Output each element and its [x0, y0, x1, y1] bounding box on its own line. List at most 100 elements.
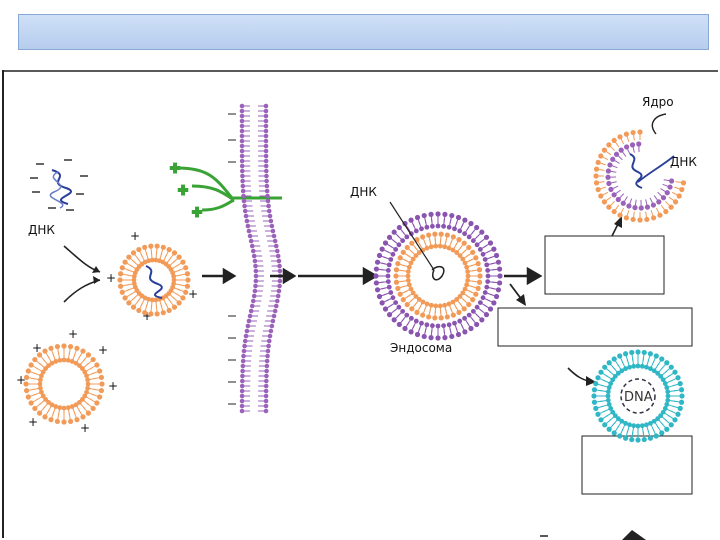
lipid-head: [253, 263, 258, 269]
lipid-head: [641, 436, 647, 443]
lipid-head: [277, 278, 283, 284]
lipid-head: [40, 393, 46, 399]
lipid-head: [85, 381, 91, 387]
lipid-head: [595, 411, 601, 417]
lipid-head: [393, 267, 400, 273]
lipid-head: [239, 408, 245, 414]
pathway-arrows: [202, 266, 543, 286]
lipid-head: [416, 250, 422, 255]
lipid-head: [473, 255, 479, 261]
lipid-head: [635, 437, 641, 443]
svg-text:+: +: [28, 415, 38, 429]
lipid-head: [667, 184, 673, 190]
lipid-head: [376, 293, 383, 300]
lipid-head: [630, 129, 636, 136]
lipid-head: [450, 299, 456, 305]
lipid-head: [424, 224, 430, 230]
lipid-head: [591, 387, 598, 393]
lipid-head: [413, 253, 419, 258]
lipid-head: [82, 369, 88, 375]
lipid-head: [662, 381, 668, 386]
lipid-head: [266, 343, 271, 349]
lipid-head: [476, 279, 483, 285]
lipid-head: [265, 348, 271, 354]
svg-text:+: +: [142, 309, 152, 323]
lipid-head: [631, 363, 637, 369]
svg-text:+: +: [106, 271, 116, 285]
lipid-head: [419, 320, 424, 326]
lipid-head: [90, 356, 96, 363]
lipid-head: [54, 343, 61, 350]
lipid-head: [457, 228, 463, 234]
lipid-head: [495, 259, 502, 265]
lipid-head: [493, 252, 500, 259]
lipid-head: [263, 398, 269, 404]
lipid-head: [247, 233, 253, 239]
lipid-head: [627, 364, 632, 370]
lipid-head: [619, 368, 625, 374]
lipid-head: [250, 298, 256, 304]
lipid-head: [452, 320, 457, 326]
lipid-head: [250, 248, 256, 254]
lipid-head: [637, 217, 643, 223]
lipid-head: [396, 242, 402, 248]
liposome-lipid-heads: [23, 343, 105, 425]
lipid-head: [450, 312, 456, 318]
lipid-head: [388, 257, 394, 262]
lipid-head: [678, 399, 685, 405]
lipid-head: [263, 383, 269, 389]
lipid-head: [455, 331, 462, 338]
arrowhead-icon: [93, 276, 100, 284]
lipid-head: [244, 328, 250, 334]
lipid-head: [617, 353, 623, 359]
lipid-head: [374, 287, 381, 293]
lipid-head: [617, 212, 623, 218]
lipid-head: [242, 343, 247, 349]
lipid-head: [617, 134, 623, 140]
lipid-head: [605, 393, 611, 399]
lipid-head: [37, 381, 43, 387]
lipid-head: [77, 363, 82, 369]
lipid-head: [644, 216, 650, 223]
lipid-head: [644, 364, 649, 370]
lipid-head: [593, 166, 600, 172]
lipid-head: [414, 331, 421, 338]
lipid-head: [635, 423, 641, 429]
lipid-head: [69, 404, 75, 409]
lipid-head: [647, 435, 653, 441]
lipid-head: [239, 148, 245, 154]
lipid-head: [171, 273, 177, 279]
lipid-head: [623, 131, 630, 137]
title-banner: [18, 14, 709, 50]
lipid-head: [263, 143, 269, 149]
lipid-head: [450, 247, 456, 253]
lipid-head: [644, 204, 651, 210]
info-box-2: [497, 307, 693, 347]
lipid-head: [428, 244, 434, 250]
lipid-head: [653, 433, 659, 439]
lipid-head: [265, 198, 271, 204]
endosome-outer-membrane: [373, 211, 503, 341]
nucleus-pointer-line: [651, 113, 667, 135]
lipid-head: [679, 186, 685, 193]
lipid-head: [475, 261, 481, 267]
lipid-head: [435, 223, 441, 229]
lipid-head: [619, 418, 625, 424]
lipid-head: [99, 381, 105, 387]
lipid-head: [148, 311, 154, 317]
lipid-head: [54, 418, 61, 425]
svg-text:+: +: [192, 205, 202, 219]
lipid-head: [396, 321, 402, 328]
receptor-icon: + + +: [169, 160, 282, 221]
lipid-head: [240, 183, 246, 189]
lipid-head: [601, 199, 608, 205]
lipid-head: [391, 229, 397, 235]
endosome: ДНК Эндосома: [350, 185, 503, 355]
lipid-head: [65, 405, 71, 411]
lipid-head: [598, 369, 604, 375]
lipid-head: [606, 142, 612, 148]
lipid-head: [247, 313, 253, 319]
dna-label-right: ДНК: [670, 155, 697, 169]
lipid-head: [658, 413, 664, 419]
lipid-head: [656, 199, 662, 205]
